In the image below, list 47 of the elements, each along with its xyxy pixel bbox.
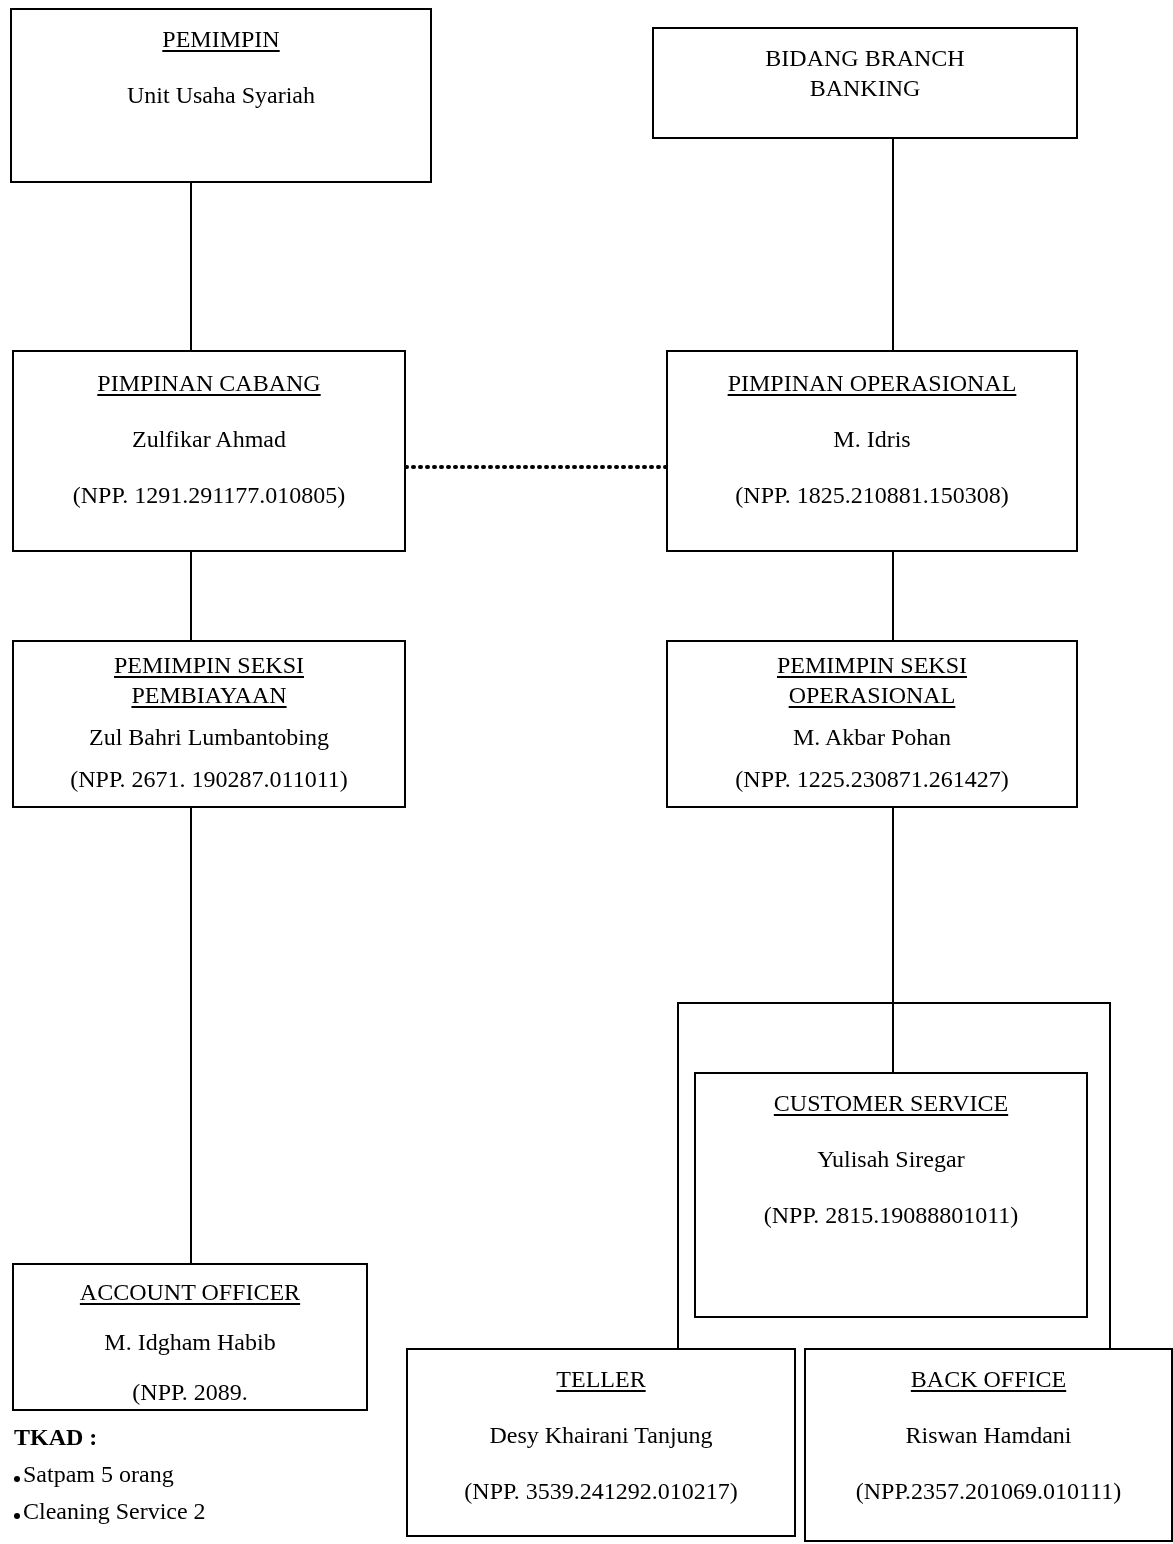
position-title: BACK OFFICE xyxy=(910,1365,1067,1394)
position-box xyxy=(12,350,406,552)
position-box xyxy=(652,27,1078,139)
person-name: M. Akbar Pohan xyxy=(793,723,951,752)
employee-number: (NPP. 1225.230871.261427) xyxy=(735,765,1009,794)
position-box xyxy=(666,350,1078,552)
person-name: Yulisah Siregar xyxy=(817,1145,965,1174)
connector-line xyxy=(190,182,192,351)
position-title: PEMIMPIN SEKSI OPERASIONAL xyxy=(776,651,968,710)
person-name: Riswan Hamdani xyxy=(905,1421,1072,1450)
person-name: M. Idgham Habib xyxy=(104,1328,276,1357)
position-box xyxy=(10,8,432,183)
connector-line xyxy=(892,807,1111,1349)
position-title: PEMIMPIN SEKSI PEMBIAYAAN xyxy=(113,651,305,710)
employee-number: (NPP. 3539.241292.010217) xyxy=(464,1477,738,1506)
position-box xyxy=(12,1263,368,1411)
person-name: M. Idris xyxy=(833,425,911,454)
position-box xyxy=(12,640,406,808)
employee-number: (NPP. 1825.210881.150308) xyxy=(735,481,1009,510)
employee-number: (NPP. 2089. xyxy=(132,1378,248,1407)
position-title: TELLER xyxy=(556,1365,646,1394)
connector-line xyxy=(892,551,894,641)
position-box xyxy=(666,640,1078,808)
person-name: Zulfikar Ahmad xyxy=(132,425,286,454)
connector-line xyxy=(190,807,192,1264)
employee-number: (NPP. 2671. 190287.011011) xyxy=(70,765,348,794)
note-heading: TKAD : xyxy=(14,1423,99,1452)
connector-line xyxy=(892,138,894,351)
note-item: Cleaning Service 2 xyxy=(23,1497,206,1527)
position-box xyxy=(694,1072,1088,1318)
employee-number: (NPP. 1291.291177.010805) xyxy=(72,481,346,510)
position-title: ACCOUNT OFFICER xyxy=(79,1278,301,1307)
connector-line xyxy=(190,551,192,641)
person-name: Unit Usaha Syariah xyxy=(127,81,315,110)
position-title: PIMPINAN CABANG xyxy=(97,369,321,398)
note-item: Satpam 5 orang xyxy=(23,1460,174,1490)
position-box xyxy=(804,1348,1173,1542)
person-name: Desy Khairani Tanjung xyxy=(489,1421,713,1450)
person-name: Zul Bahri Lumbantobing xyxy=(89,723,329,752)
dotted-connector xyxy=(404,465,668,469)
employee-number: (NPP.2357.201069.010111) xyxy=(855,1477,1122,1506)
employee-number: (NPP. 2815.19088801011) xyxy=(763,1201,1019,1230)
position-title: CUSTOMER SERVICE xyxy=(773,1089,1009,1118)
position-title: PEMIMPIN xyxy=(162,25,280,54)
position-box xyxy=(406,1348,796,1537)
position-title: BIDANG BRANCH BANKING xyxy=(764,44,966,103)
position-title: PIMPINAN OPERASIONAL xyxy=(727,369,1017,398)
